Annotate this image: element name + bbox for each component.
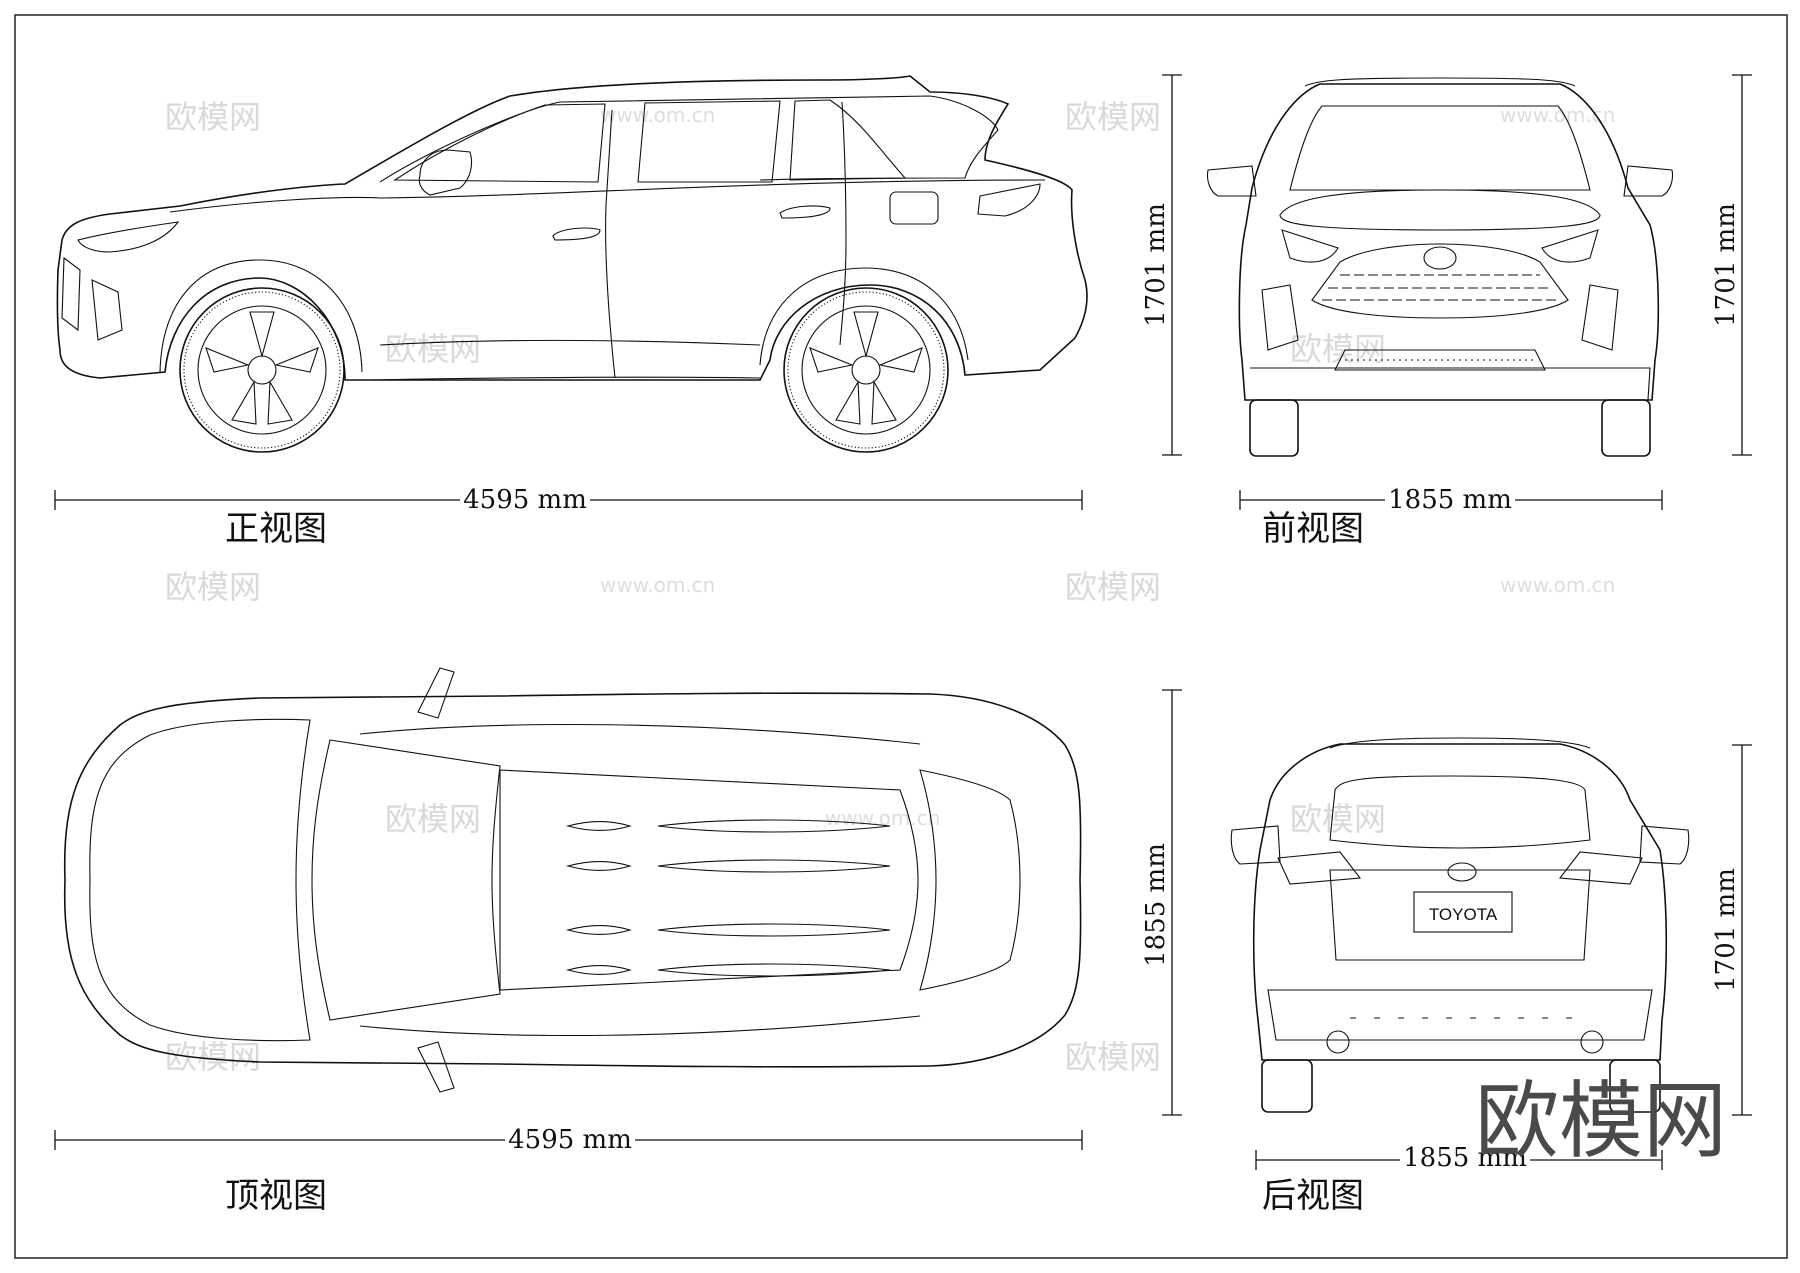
watermark-text: 欧模网 [385, 800, 481, 838]
front-height-dimension-left: 1701 mm [1141, 74, 1182, 456]
watermark-text: 欧模网 [1065, 568, 1161, 606]
front-grille-mesh [1322, 274, 1558, 301]
front-wheel [179, 287, 345, 453]
front-view-drawing [1206, 77, 1674, 457]
exhaust-right [1580, 1030, 1604, 1054]
top-view-drawing [63, 667, 1082, 1093]
watermark-url: www.om.cn [825, 806, 940, 830]
top-width-dimension: 1855 mm [1141, 689, 1182, 1116]
watermark-text: 欧模网 [385, 330, 481, 368]
toyota-logo-icon [1423, 246, 1457, 270]
top-length-dimension: 4595 mm [54, 1124, 1083, 1156]
rear-view-drawing: TOYOTA [1230, 737, 1690, 1113]
roof-ribs [565, 819, 891, 977]
rear-badge-text: TOYOTA [1429, 905, 1498, 924]
side-view-caption: 正视图 [225, 509, 327, 549]
side-length-dimension: 4595 mm [54, 484, 1083, 516]
watermark-url: www.om.cn [600, 573, 715, 597]
rear-height-label: 1701 mm [1711, 868, 1741, 992]
brand-watermark: 欧模网 [1475, 1072, 1727, 1170]
watermarks: 欧模网 www.om.cn 欧模网 www.om.cn 欧模网 欧模网 欧模网 … [165, 98, 1615, 1076]
watermark-url: www.om.cn [600, 103, 715, 127]
top-length-label: 4595 mm [508, 1125, 632, 1155]
front-width-label: 1855 mm [1388, 485, 1512, 515]
watermark-text: 欧模网 [1065, 98, 1161, 136]
rear-wheel [783, 287, 949, 453]
side-view-drawing [56, 75, 1088, 453]
watermark-text: 欧模网 [165, 1038, 261, 1076]
rear-width-label: 1855 mm [1403, 1143, 1527, 1173]
watermark-url: www.om.cn [1500, 103, 1615, 127]
front-view-caption: 前视图 [1262, 509, 1364, 549]
top-width-label: 1855 mm [1141, 843, 1171, 967]
front-width-dimension: 1855 mm [1239, 484, 1663, 516]
rear-height-dimension: 1701 mm [1711, 744, 1752, 1116]
sheet-border [14, 14, 1788, 1259]
front-height-label-left: 1701 mm [1141, 203, 1171, 327]
watermark-url: www.om.cn [1500, 573, 1615, 597]
side-length-label: 4595 mm [463, 485, 587, 515]
toyota-logo-icon [1447, 862, 1477, 882]
front-height-label-right: 1701 mm [1711, 203, 1741, 327]
watermark-text: 欧模网 [1290, 330, 1386, 368]
rear-width-dimension: 1855 mm [1255, 1142, 1663, 1174]
rear-view-caption: 后视图 [1262, 1176, 1364, 1216]
license-plate [1413, 891, 1513, 933]
watermark-text: 欧模网 [165, 568, 261, 606]
front-height-dimension-right: 1701 mm [1711, 74, 1752, 456]
top-view-caption: 顶视图 [225, 1176, 327, 1216]
watermark-text: 欧模网 [165, 98, 261, 136]
exhaust-left [1326, 1030, 1350, 1054]
watermark-text: 欧模网 [1290, 800, 1386, 838]
watermark-text: 欧模网 [1065, 1038, 1161, 1076]
